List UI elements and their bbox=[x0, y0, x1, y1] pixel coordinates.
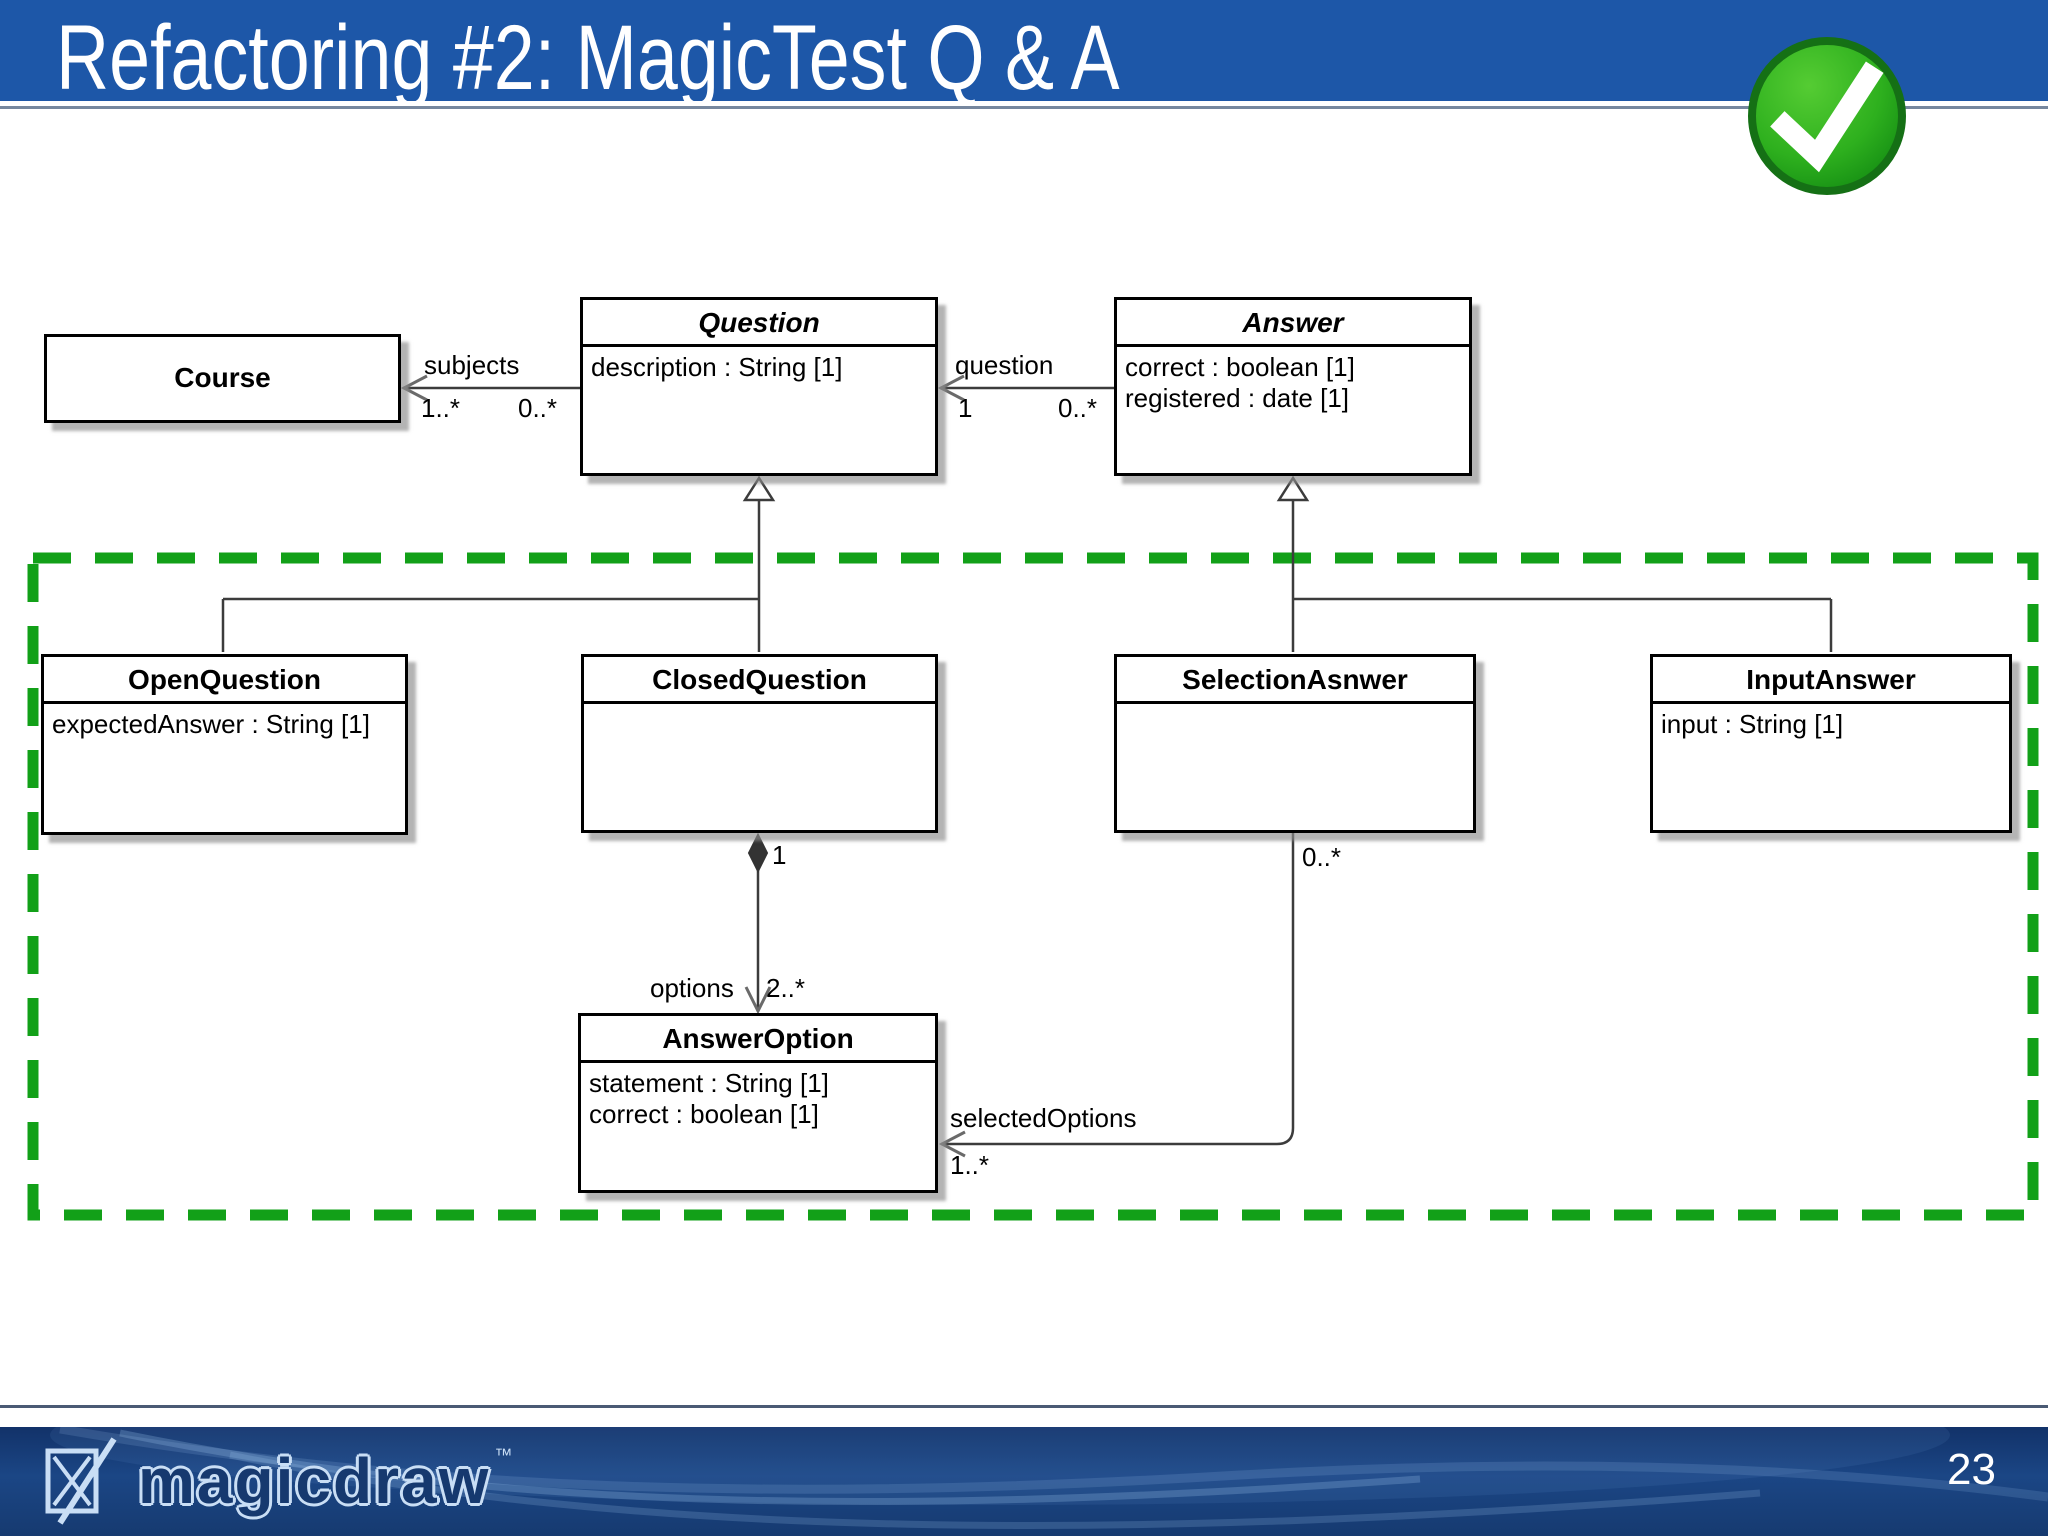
class-course-title: Course bbox=[174, 362, 271, 393]
multiplicity-answer-end: 0..* bbox=[1058, 393, 1098, 423]
class-answer-option-attribute: correct : boolean [1] bbox=[589, 1099, 819, 1129]
class-closed-question-title: ClosedQuestion bbox=[584, 657, 935, 704]
multiplicity-answer-option-end-options: 2..* bbox=[766, 973, 806, 1003]
class-answer-option-title: AnswerOption bbox=[581, 1016, 935, 1063]
class-question: Question description : String [1] bbox=[580, 297, 938, 476]
multiplicity-selection-answer-end: 0..* bbox=[1302, 842, 1342, 872]
class-answer: Answer correct : boolean [1] registered … bbox=[1114, 297, 1472, 476]
class-answer-option: AnswerOption statement : String [1] corr… bbox=[578, 1013, 938, 1193]
class-answer-title: Answer bbox=[1117, 300, 1469, 347]
footer-swirl-graphics bbox=[50, 1427, 2048, 1529]
class-question-attribute: description : String [1] bbox=[591, 352, 843, 382]
multiplicity-question-end-subjects: 0..* bbox=[518, 393, 558, 423]
class-input-answer: InputAnswer input : String [1] bbox=[1650, 654, 2012, 833]
page-number: 23 bbox=[1947, 1445, 1996, 1494]
class-input-answer-title: InputAnswer bbox=[1653, 657, 2009, 704]
trademark-symbol: ™ bbox=[494, 1444, 513, 1465]
multiplicity-answer-option-end-selected: 1..* bbox=[950, 1150, 990, 1180]
multiplicity-course-end: 1..* bbox=[421, 393, 461, 423]
role-label-selected-options: selectedOptions bbox=[950, 1103, 1137, 1133]
magicdraw-logo-icon bbox=[45, 1437, 117, 1525]
class-answer-attribute: correct : boolean [1] bbox=[1125, 352, 1355, 382]
class-open-question-title: OpenQuestion bbox=[44, 657, 405, 704]
class-open-question-attribute: expectedAnswer : String [1] bbox=[52, 709, 370, 739]
class-answer-attribute: registered : date [1] bbox=[1125, 383, 1350, 413]
class-answer-option-attribute: statement : String [1] bbox=[589, 1068, 829, 1098]
footer-divider bbox=[0, 1405, 2048, 1408]
check-icon bbox=[1748, 37, 1906, 195]
role-label-question: question bbox=[955, 350, 1054, 380]
footer-bar: magicdraw ™ 23 bbox=[0, 1427, 2048, 1536]
class-course: Course bbox=[44, 334, 401, 423]
header-bar bbox=[0, 0, 2048, 101]
multiplicity-question-end: 1 bbox=[958, 393, 973, 423]
class-selection-answer: SelectionAsnwer bbox=[1114, 654, 1476, 833]
role-label-options: options bbox=[650, 973, 734, 1003]
class-input-answer-attribute: input : String [1] bbox=[1661, 709, 1844, 739]
role-label-subjects: subjects bbox=[424, 350, 520, 380]
multiplicity-closed-question-end: 1 bbox=[772, 840, 787, 870]
header-divider bbox=[0, 106, 2048, 109]
magicdraw-logo-text: magicdraw bbox=[138, 1445, 491, 1517]
page-title: Refactoring #2: MagicTest Q & A bbox=[56, 7, 1120, 109]
class-closed-question: ClosedQuestion bbox=[581, 654, 938, 833]
class-question-title: Question bbox=[583, 300, 935, 347]
magicdraw-logo: magicdraw ™ bbox=[40, 1437, 512, 1525]
class-open-question: OpenQuestion expectedAnswer : String [1] bbox=[41, 654, 408, 835]
class-selection-answer-title: SelectionAsnwer bbox=[1117, 657, 1473, 704]
